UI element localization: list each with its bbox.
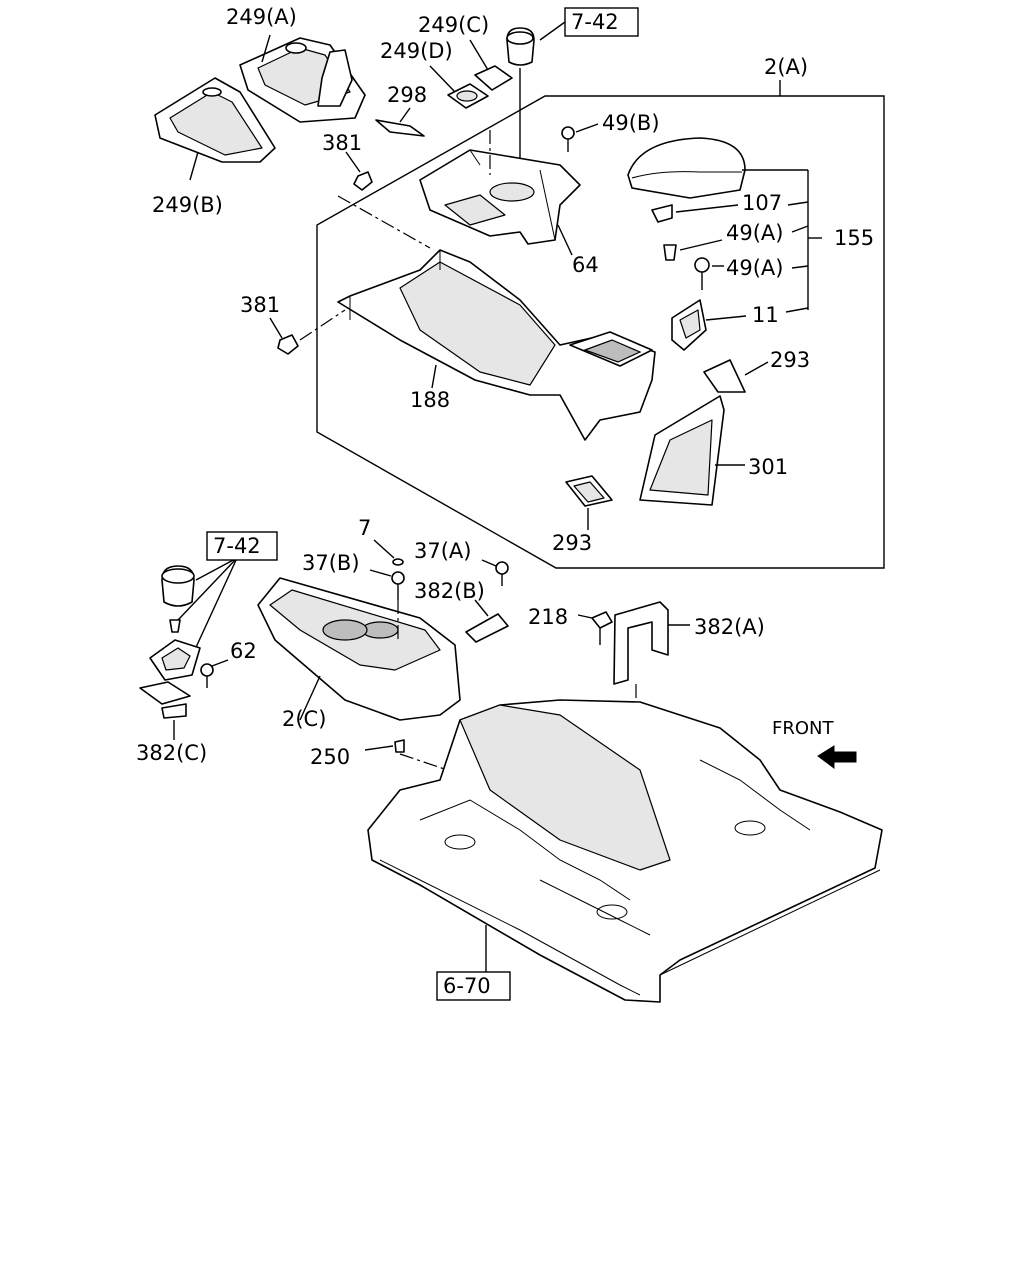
part-382b-bracket	[465, 599, 509, 643]
label-382c: 382(C)	[136, 741, 207, 765]
label-37b: 37(B)	[302, 551, 360, 575]
label-382a: 382(A)	[694, 615, 765, 639]
part-249a-shift-bezel	[239, 34, 366, 123]
label-218: 218	[528, 605, 568, 629]
part-37b-screw	[369, 569, 405, 640]
label-11: 11	[752, 303, 779, 327]
label-249c: 249(C)	[418, 13, 489, 37]
label-107: 107	[742, 191, 782, 215]
label-7-42-left: 7-42	[213, 534, 261, 558]
part-107-bracket	[651, 201, 809, 223]
part-64-console-panel	[419, 130, 581, 256]
part-37a-screw	[481, 559, 509, 586]
label-301: 301	[748, 455, 788, 479]
part-293-bracket-lower	[565, 475, 613, 530]
label-6-70: 6-70	[443, 974, 491, 998]
part-293-bracket-upper	[703, 359, 769, 393]
part-7-clip	[373, 539, 404, 566]
ref-box-7-42-left	[206, 531, 278, 561]
label-7-42-top: 7-42	[571, 10, 619, 34]
part-381-clip-upper	[337, 151, 431, 249]
label-188: 188	[410, 388, 450, 412]
label-7: 7	[358, 516, 371, 540]
part-218-bolt	[577, 611, 613, 645]
label-front: FRONT	[772, 718, 834, 739]
part-249b-bezel	[154, 77, 276, 181]
part-301-side-panel	[639, 395, 745, 506]
assembly-frame-2a	[316, 80, 885, 569]
label-298: 298	[387, 83, 427, 107]
part-155-armrest	[627, 137, 822, 310]
part-49a-fastener-2	[694, 257, 809, 290]
label-49a-1: 49(A)	[726, 221, 783, 245]
label-49a-2: 49(A)	[726, 256, 783, 280]
part-249c-249d-pads	[375, 39, 513, 137]
label-2a: 2(A)	[764, 55, 808, 79]
label-249d: 249(D)	[380, 39, 453, 63]
label-62: 62	[230, 639, 257, 663]
label-250: 250	[310, 745, 350, 769]
part-188-console-body	[337, 249, 656, 441]
front-arrow-icon	[817, 745, 857, 769]
label-155: 155	[834, 226, 874, 250]
label-64: 64	[572, 253, 599, 277]
part-62-screw	[200, 659, 229, 688]
part-shift-knob-left	[161, 557, 238, 657]
label-37a: 37(A)	[414, 539, 471, 563]
part-shift-base	[139, 619, 201, 740]
part-49a-fastener-1	[663, 225, 809, 261]
ref-box-6-70	[436, 971, 511, 1001]
label-381-upper: 381	[322, 131, 362, 155]
part-floor-pan	[367, 699, 883, 1003]
ref-box-7-42-top	[564, 7, 639, 37]
part-11-bracket	[671, 299, 809, 351]
part-49b-screw	[561, 123, 599, 152]
part-381-clip-lower	[269, 309, 346, 355]
label-381-lower: 381	[240, 293, 280, 317]
label-293-lower: 293	[552, 531, 592, 555]
label-293-upper: 293	[770, 348, 810, 372]
label-249a: 249(A)	[226, 5, 297, 29]
label-49b: 49(B)	[602, 111, 660, 135]
part-2c-rear-console	[257, 577, 461, 721]
label-382b: 382(B)	[414, 579, 485, 603]
label-249b: 249(B)	[152, 193, 223, 217]
label-2c: 2(C)	[282, 707, 326, 731]
